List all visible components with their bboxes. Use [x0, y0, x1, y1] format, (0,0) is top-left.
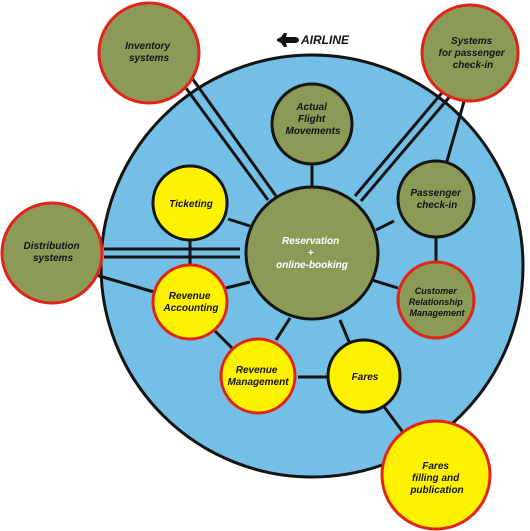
node-inventory-line-1: Inventory [125, 41, 170, 52]
node-inventory-line-2: systems [129, 53, 169, 64]
node-reservation-line-1: Reservation [282, 236, 339, 247]
connector-checkin-systems-reservation-2 [359, 93, 454, 202]
node-fares-filing-label: Fares filling and publication [409, 461, 463, 496]
node-reservation: Reservation + online-booking [244, 185, 380, 321]
node-revenue-accounting-line-1: Revenue [169, 291, 211, 302]
node-fares-filing: Fares filling and publication [380, 419, 492, 531]
connector-distribution-revenue-accounting [95, 273, 155, 294]
node-revenue-management-label: Revenue Management [227, 365, 289, 388]
node-fares-filing-line-3: publication [409, 485, 463, 496]
node-distribution-line-1: Distribution [24, 241, 80, 252]
connectors [95, 77, 467, 436]
connector-crm-reservation [371, 278, 399, 290]
node-passenger-checkin: Passenger check-in [396, 159, 476, 239]
connector-inventory-reservation [181, 83, 270, 201]
connector-revenue-accounting-revenue-management [212, 328, 236, 352]
node-inventory: Inventory systems [97, 1, 201, 105]
node-actual-flight: Actual Flight Movements [270, 82, 354, 166]
node-passenger-checkin-systems: Systems for passenger check-in [420, 3, 520, 103]
connector-checkin-systems-reservation [353, 87, 448, 197]
node-crm-line-1: Customer [415, 286, 458, 296]
node-inventory-circle [97, 1, 201, 105]
node-crm-line-3: Management [409, 308, 465, 318]
node-passenger-checkin-circle [396, 159, 476, 239]
node-ticketing: Ticketing [151, 164, 229, 242]
node-reservation-circle [244, 185, 380, 321]
node-crm-label: Customer Relationship Management [409, 286, 466, 318]
node-distribution-line-2: systems [33, 253, 73, 264]
node-fares-label: Fares [352, 372, 379, 383]
connector-ticketing-reservation [227, 217, 251, 228]
connector-revenue-accounting-reservation [225, 280, 251, 290]
node-revenue-management-line-2: Management [227, 377, 289, 388]
connector-revenue-management-reservation [274, 317, 292, 341]
node-ticketing-circle [151, 164, 229, 242]
node-revenue-management: Revenue Management [219, 337, 297, 415]
node-distribution-label: Distribution systems [24, 241, 83, 264]
node-passenger-checkin-label: Passenger check-in [410, 188, 463, 211]
node-actual-flight-line-3: Movements [285, 126, 340, 137]
node-reservation-line-2: + [308, 248, 314, 259]
connector-inventory-reservation-2 [190, 77, 278, 197]
connector-fares-reservation [338, 319, 352, 345]
node-passenger-checkin-systems-line-3: check-in [453, 60, 494, 71]
node-fares-filing-line-2: filling and [412, 473, 460, 484]
node-distribution: Distribution systems [0, 201, 104, 305]
node-crm: Customer Relationship Management [396, 260, 476, 340]
node-fares-circle [326, 338, 402, 414]
node-crm-circle [396, 260, 476, 340]
node-actual-flight-circle [270, 82, 354, 166]
node-ticketing-label: Ticketing [169, 199, 213, 210]
node-revenue-accounting-line-2: Accounting [163, 303, 219, 314]
node-passenger-checkin-line-2: check-in [417, 200, 458, 211]
connector-checkin-systems-passenger [443, 97, 467, 169]
node-inventory-label: Inventory systems [125, 41, 173, 64]
node-actual-flight-line-2: Flight [298, 114, 326, 125]
node-passenger-checkin-systems-circle [420, 3, 520, 103]
brand-label: AIRLINE [300, 33, 350, 47]
node-revenue-accounting-label: Revenue Accounting [163, 291, 219, 314]
node-fares: Fares [326, 338, 402, 414]
node-revenue-accounting-circle [151, 263, 229, 341]
brand: AIRLINE [277, 33, 350, 47]
node-reservation-label: Reservation + online-booking [276, 236, 348, 271]
node-actual-flight-label: Actual Flight Movements [285, 102, 340, 137]
node-reservation-line-3: online-booking [276, 260, 348, 271]
node-distribution-circle [0, 201, 104, 305]
node-passenger-checkin-systems-label: Systems for passenger check-in [439, 36, 508, 71]
node-revenue-management-line-1: Revenue [236, 365, 278, 376]
node-fares-filing-circle [380, 419, 492, 531]
node-passenger-checkin-systems-line-2: for passenger [439, 48, 506, 59]
node-revenue-management-circle [219, 337, 297, 415]
airplane-icon [277, 33, 299, 47]
node-passenger-checkin-line-1: Passenger [410, 188, 462, 199]
node-fares-filing-line-1: Fares [422, 461, 449, 472]
connector-passenger-reservation [375, 219, 395, 232]
node-passenger-checkin-systems-line-1: Systems [451, 36, 493, 47]
node-actual-flight-line-1: Actual [295, 102, 327, 113]
connector-fares-filing [380, 403, 407, 436]
node-crm-line-2: Relationship [409, 297, 464, 307]
node-revenue-accounting: Revenue Accounting [151, 263, 229, 341]
